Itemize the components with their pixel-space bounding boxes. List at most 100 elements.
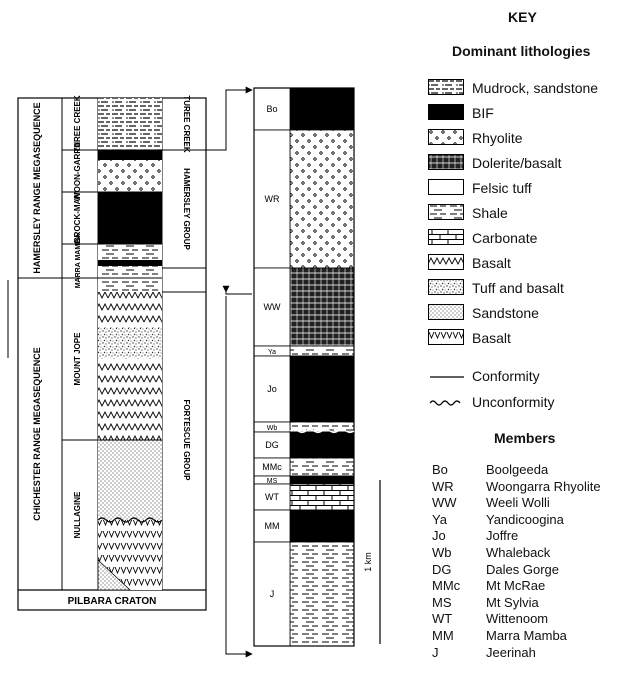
member-name: Weeli Wolli xyxy=(486,495,550,511)
unconformity-line-symbol xyxy=(429,400,461,406)
fm-label-mountjope: MOUNT JOPE xyxy=(73,332,82,386)
unit-cell-bo xyxy=(253,87,291,131)
unit-abbr-wb: Wb xyxy=(267,425,278,432)
member-row: J Jeerinah xyxy=(432,645,632,661)
unit-abbr-mmc: MMc xyxy=(262,462,282,472)
member-name: Marra Mamba xyxy=(486,628,567,643)
unit-lithology-mm xyxy=(289,509,355,543)
unit-lithology-dg xyxy=(289,431,355,459)
legend-item-mudrock: Mudrock, sandstone xyxy=(428,78,632,98)
legend-label-felsic: Felsic tuff xyxy=(472,180,532,196)
legend-item-dolerite: Dolerite/basalt xyxy=(428,153,632,173)
fm-label-marramamba: MARRA MAMBA xyxy=(75,234,82,289)
member-abbr: Bo xyxy=(432,462,448,477)
stratigraphic-columns: HAMERSLEY RANGE MEGASEQUENCE CHICHESTER … xyxy=(7,86,381,658)
left-lith-nullagine-sandstone xyxy=(98,440,162,520)
member-name: Woongarra Rhyolite xyxy=(486,478,601,494)
legend-swatch-rhyolite xyxy=(428,129,464,145)
unit-cell-mm xyxy=(253,509,291,543)
unit-lithology-jo xyxy=(289,355,355,423)
unit-lithology-ya xyxy=(289,345,355,357)
conformity-label: Conformity xyxy=(472,368,540,384)
connector-top xyxy=(206,86,253,151)
unit-cell-j xyxy=(253,541,291,647)
member-abbr: DG xyxy=(432,561,452,577)
megaseq-label-hamersley: HAMERSLEY RANGE MEGASEQUENCE xyxy=(32,102,42,273)
left-lith-basal-wedge xyxy=(97,559,132,591)
left-lith-jope-basalt-upper xyxy=(98,292,162,328)
unit-lithology-ww xyxy=(289,267,355,347)
left-lith-jope-basalt-lower xyxy=(98,358,162,440)
member-name: Dales Gorge xyxy=(486,561,559,577)
member-name: Mt McRae xyxy=(486,578,546,594)
connector-middle xyxy=(222,285,252,295)
unit-lithology-ms xyxy=(289,475,355,485)
group-label-tureecreek: TUREE CREEK xyxy=(182,95,191,153)
lithologies-title: Dominant lithologies xyxy=(452,43,591,59)
unconformity-label: Unconformity xyxy=(472,394,555,410)
legend-swatch-tuffbasalt xyxy=(428,279,464,295)
connector-bottom xyxy=(225,296,253,658)
left-lith-tureecreek xyxy=(98,98,162,150)
legend-swatch-mudrock xyxy=(428,79,464,95)
member-abbr: MS xyxy=(432,594,452,610)
key-title: KEY xyxy=(508,9,537,25)
member-abbr: WW xyxy=(432,495,457,511)
legend-item-rhyolite: Rhyolite xyxy=(428,128,632,148)
unit-lithology-wt xyxy=(289,483,355,511)
legend-swatch-dolerite xyxy=(428,154,464,170)
legend-label-shale: Shale xyxy=(472,205,508,221)
unit-lithology-bo xyxy=(289,87,355,131)
legend-label-basalt2: Basalt xyxy=(472,330,511,346)
left-lith-woongarra-top xyxy=(98,150,162,160)
legend-item-sandstone: Sandstone xyxy=(428,303,632,323)
left-unconformity-line xyxy=(97,517,163,523)
member-abbr: J xyxy=(432,644,439,660)
basement-label: PILBARA CRATON xyxy=(68,596,157,607)
unit-abbr-jo: Jo xyxy=(267,384,277,394)
unit-abbr-wt: WT xyxy=(265,492,279,502)
legend-swatch-basalt2 xyxy=(428,329,464,345)
legend-swatch-bif xyxy=(428,104,464,120)
left-lith-marramamba-bif xyxy=(98,260,162,266)
unit-abbr-bo: Bo xyxy=(266,104,277,114)
legend-label-dolerite: Dolerite/basalt xyxy=(472,155,562,171)
member-row: Ya Yandicoogina xyxy=(432,512,632,528)
member-abbr: WR xyxy=(432,478,454,494)
legend-item-felsic: Felsic tuff xyxy=(428,178,632,198)
scale-bar-label: 1 km xyxy=(363,552,373,572)
fm-label-brockman: BROCK-MAN xyxy=(73,193,82,243)
unit-cell-wr xyxy=(253,129,291,269)
member-row: WR Woongarra Rhyolite xyxy=(432,479,632,495)
legend-label-rhyolite: Rhyolite xyxy=(472,130,523,146)
member-name: Jeerinah xyxy=(486,644,536,660)
legend-label-tuffbasalt: Tuff and basalt xyxy=(472,280,564,296)
unit-abbr-ww: WW xyxy=(264,302,281,312)
member-abbr: WT xyxy=(432,611,453,627)
member-row: WT Wittenoom xyxy=(432,611,632,627)
legend-item-tuffbasalt: Tuff and basalt xyxy=(428,278,632,298)
fm-label-tureecreek: TUREE CREEK xyxy=(73,95,82,153)
member-row: WW Weeli Wolli xyxy=(432,495,632,511)
member-name: Wittenoom xyxy=(486,611,549,627)
left-lith-woongarra xyxy=(98,160,162,192)
scale-bar: 1 km xyxy=(363,480,381,644)
right-unconformity-line xyxy=(289,428,355,434)
member-name: Yandicoogina xyxy=(486,511,564,527)
member-name: Boolgeeda xyxy=(486,462,549,477)
legend-label-basalt1: Basalt xyxy=(472,255,511,271)
member-row: Bo Boolgeeda xyxy=(432,462,632,478)
member-abbr: Ya xyxy=(432,511,447,527)
group-label-hamersley: HAMERSLEY GROUP xyxy=(182,168,191,250)
legend-item-carbonate: Carbonate xyxy=(428,228,632,248)
member-abbr: Jo xyxy=(432,528,446,544)
unit-lithology-mmc xyxy=(289,457,355,477)
left-column: HAMERSLEY RANGE MEGASEQUENCE CHICHESTER … xyxy=(7,95,207,611)
legend-label-mudrock: Mudrock, sandstone xyxy=(472,80,599,96)
legend-item-basalt1: Basalt xyxy=(428,253,632,273)
